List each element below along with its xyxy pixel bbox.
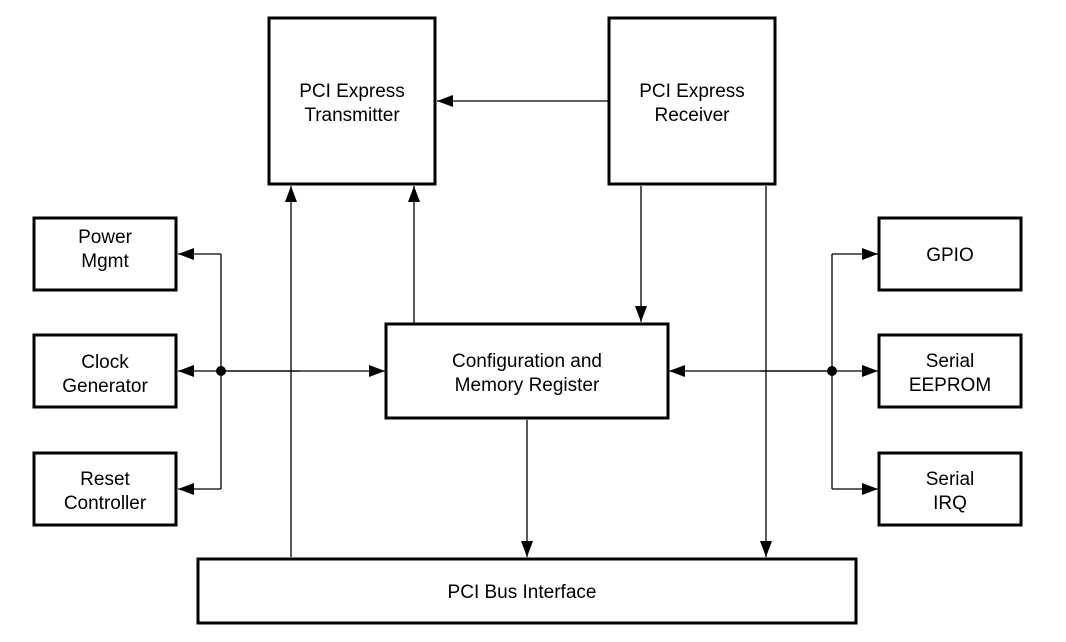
power-mgmt-label-line2: Mgmt bbox=[81, 251, 129, 272]
block-pcie-receiver: PCI Express Receiver bbox=[607, 16, 777, 186]
config-memory-label-line1: Configuration and bbox=[452, 351, 602, 372]
block-pcie-transmitter: PCI Express Transmitter bbox=[267, 16, 437, 186]
serial-irq-label-line2: IRQ bbox=[933, 493, 967, 514]
gpio-label: GPIO bbox=[926, 245, 974, 266]
pci-bus-interface-label: PCI Bus Interface bbox=[448, 582, 597, 603]
pcie-transmitter-label-line2: Transmitter bbox=[304, 105, 400, 126]
serial-eeprom-label-line2: EEPROM bbox=[909, 375, 991, 396]
clock-generator-label-line2: Generator bbox=[62, 376, 148, 397]
pcie-receiver-label-line1: PCI Express bbox=[639, 81, 745, 102]
left-junction-dot bbox=[216, 366, 226, 376]
config-memory-label-line2: Memory Register bbox=[455, 375, 600, 396]
pcie-receiver-label-line2: Receiver bbox=[655, 105, 731, 126]
block-power-mgmt: Power Mgmt bbox=[32, 216, 178, 292]
reset-controller-label-line1: Reset bbox=[80, 469, 130, 490]
right-junction-dot bbox=[827, 366, 837, 376]
clock-generator-label-line1: Clock bbox=[81, 352, 129, 373]
power-mgmt-label-line1: Power bbox=[78, 227, 133, 248]
reset-controller-label-line2: Controller bbox=[64, 493, 147, 514]
block-clock-generator: Clock Generator bbox=[32, 333, 178, 409]
block-pci-bus-interface: PCI Bus Interface bbox=[196, 557, 858, 625]
serial-eeprom-label-line1: Serial bbox=[926, 351, 975, 372]
pcie-transmitter-label-line1: PCI Express bbox=[299, 81, 405, 102]
block-serial-eeprom: Serial EEPROM bbox=[877, 333, 1023, 409]
block-reset-controller: Reset Controller bbox=[32, 451, 178, 527]
serial-irq-label-line1: Serial bbox=[926, 469, 975, 490]
block-config-memory-register: Configuration and Memory Register bbox=[384, 322, 670, 420]
block-gpio: GPIO bbox=[877, 216, 1023, 292]
block-serial-irq: Serial IRQ bbox=[877, 451, 1023, 527]
connectors bbox=[178, 95, 878, 557]
